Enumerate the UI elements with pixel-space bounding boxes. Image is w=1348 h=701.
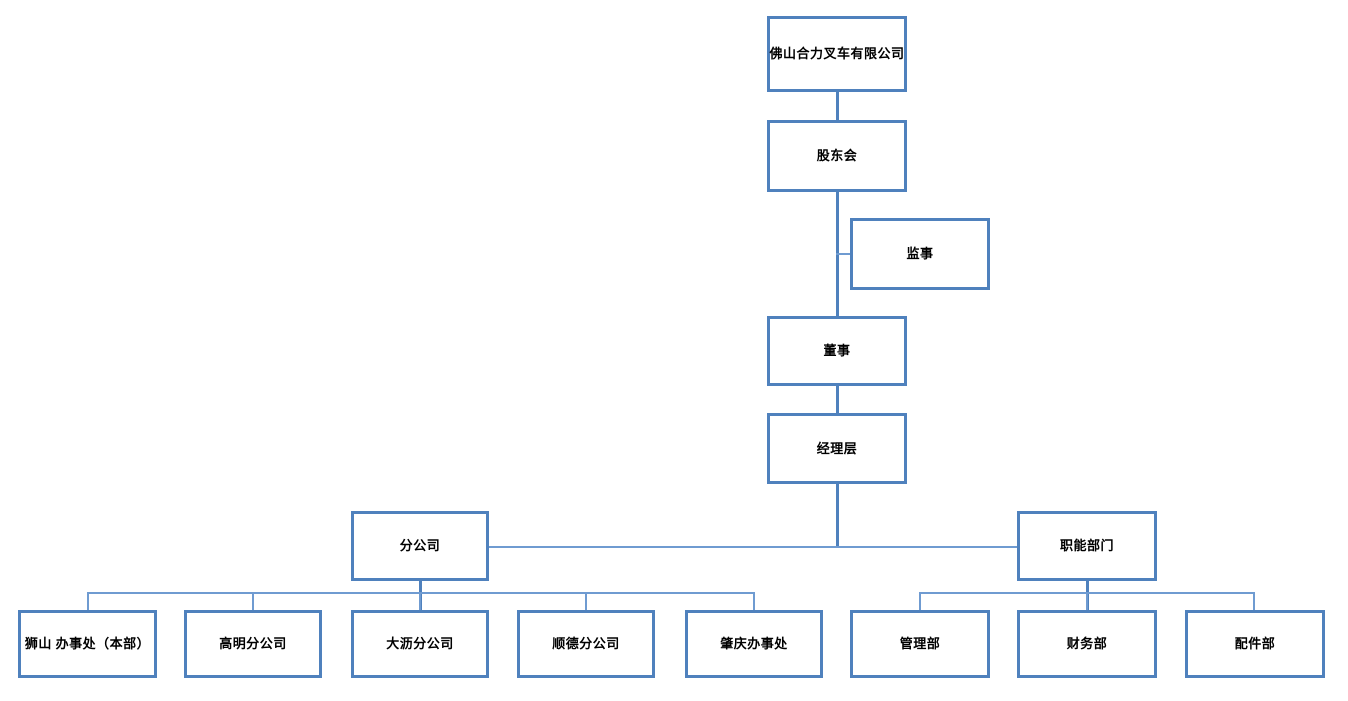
node-function-2-label: 财务部 [1066,636,1108,652]
node-branch-companies-group[interactable]: 分公司 [351,511,489,581]
node-functional-departments-group[interactable]: 职能部门 [1017,511,1157,581]
connector-company-to-shareholders [836,92,839,120]
node-company-label: 佛山合力叉车有限公司 [769,46,905,62]
connector-management-to-level5-bus [836,484,839,547]
node-management-layer-label: 经理层 [816,440,858,456]
node-shareholders-meeting-label: 股东会 [816,148,858,164]
node-branch-2[interactable]: 高明分公司 [184,610,322,678]
node-function-2[interactable]: 财务部 [1017,610,1157,678]
node-director-label: 董事 [823,343,851,359]
node-branch-3-label: 大沥分公司 [386,636,454,652]
node-supervisor[interactable]: 监事 [850,218,990,290]
node-function-1[interactable]: 管理部 [850,610,990,678]
node-branch-2-label: 高明分公司 [219,636,287,652]
node-branch-1[interactable]: 狮山 办事处（本部） [18,610,157,678]
node-shareholders-meeting[interactable]: 股东会 [767,120,907,192]
connector-branch-drop-3 [419,592,421,610]
node-branch-5-label: 肇庆办事处 [720,636,788,652]
node-supervisor-label: 监事 [906,246,934,262]
connector-function-drop-1 [919,592,921,610]
node-branch-5[interactable]: 肇庆办事处 [685,610,823,678]
node-branch-3[interactable]: 大沥分公司 [351,610,489,678]
connector-branch-drop-1 [87,592,89,610]
connector-director-to-management [836,386,839,413]
node-management-layer[interactable]: 经理层 [767,413,907,484]
node-branch-4-label: 顺德分公司 [552,636,620,652]
connector-branch-drop-5 [753,592,755,610]
node-function-3[interactable]: 配件部 [1185,610,1325,678]
connector-branch-drop-4 [585,592,587,610]
connector-branch-drop-2 [252,592,254,610]
node-branch-companies-group-label: 分公司 [399,538,441,554]
connector-level5-horizontal-bus [489,546,1017,548]
connector-function-drop-2 [1086,592,1088,610]
node-branch-4[interactable]: 顺德分公司 [517,610,655,678]
node-director[interactable]: 董事 [767,316,907,386]
node-company[interactable]: 佛山合力叉车有限公司 [767,16,907,92]
node-functional-departments-group-label: 职能部门 [1059,538,1114,554]
connector-trunk-to-supervisor [836,253,852,255]
node-function-3-label: 配件部 [1234,636,1276,652]
node-branch-1-label: 狮山 办事处（本部） [24,636,151,652]
node-function-1-label: 管理部 [899,636,941,652]
connector-function-drop-3 [1253,592,1255,610]
